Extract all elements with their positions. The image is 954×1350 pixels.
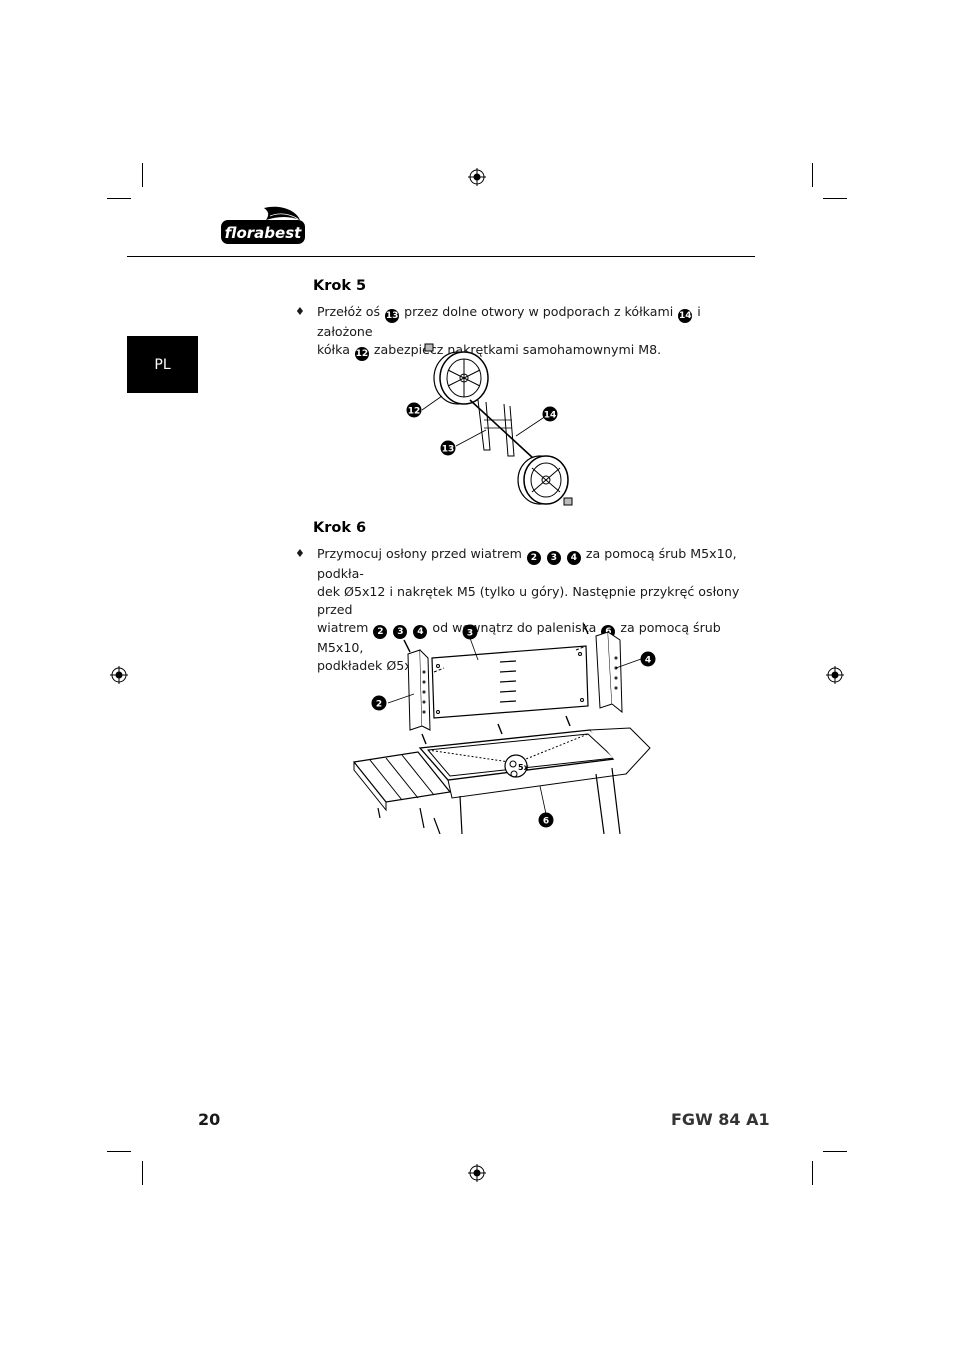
- callout-label: 14: [544, 411, 557, 421]
- crop-mark: [812, 163, 813, 187]
- part-number-badge: 2: [526, 551, 541, 565]
- registration-mark-icon: [110, 666, 128, 684]
- diamond-bullet-icon: ♦: [295, 547, 305, 560]
- callout-label: 13: [442, 445, 455, 455]
- locknut-icon: [424, 343, 434, 352]
- diamond-bullet-icon: ♦: [295, 305, 305, 318]
- crop-mark: [142, 1161, 143, 1185]
- crop-mark: [823, 1151, 847, 1152]
- quantity-label: 5x: [518, 763, 530, 772]
- step6-wind-shield-figure: 5x 3 4 2 6: [352, 623, 656, 834]
- step5-line1: Przełóż oś 13 przez dolne otwory w podpo…: [317, 304, 701, 339]
- callout-label: 4: [645, 656, 651, 666]
- step5-wheel-assembly-figure: 12 14 13: [406, 343, 573, 506]
- crop-mark: [142, 163, 143, 187]
- crop-mark: [107, 198, 131, 199]
- back-shield-icon: [431, 645, 589, 719]
- step5-title: Krok 5: [313, 278, 367, 294]
- part-number-badge: 4: [566, 551, 581, 565]
- crop-mark: [107, 1151, 131, 1152]
- florabest-logo: florabest: [221, 206, 305, 244]
- part-number-badge: 3: [546, 551, 561, 565]
- part-number-badge: 14: [678, 309, 693, 323]
- step6-title: Krok 6: [313, 520, 367, 536]
- callout-label: 3: [467, 629, 473, 639]
- part-number-badge: 2: [373, 625, 388, 639]
- side-table-icon: [352, 751, 452, 803]
- step6-instruction: ♦ Przymocuj osłony przed wiatrem 2 3 4 z…: [295, 545, 740, 673]
- model-number: FGW 84 A1: [671, 1110, 770, 1129]
- callout-label: 12: [408, 407, 421, 417]
- part-number-badge: 13: [385, 309, 400, 323]
- step6-line1: Przymocuj osłony przed wiatrem 2 3 4 za …: [317, 546, 737, 581]
- registration-mark-icon: [826, 666, 844, 684]
- step5-instruction: ♦ Przełóż oś 13 przez dolne otwory w pod…: [295, 303, 740, 361]
- crop-mark: [812, 1161, 813, 1185]
- registration-mark-icon: [468, 168, 486, 186]
- language-tab: PL: [127, 336, 198, 393]
- header-rule: [127, 256, 755, 257]
- step6-line2: dek Ø5x12 i nakrętek M5 (tylko u góry). …: [317, 584, 740, 617]
- part-number-badge: 4: [413, 625, 428, 639]
- part-number-badge: 12: [354, 347, 369, 361]
- step5-line2: kółka 12 zabezpiecz nakrętkami samohamow…: [317, 342, 662, 361]
- left-shield-icon: [407, 649, 423, 731]
- part-number-badge: 3: [393, 625, 408, 639]
- registration-mark-icon: [468, 1164, 486, 1182]
- callout-label: 6: [543, 817, 549, 827]
- page-number: 20: [198, 1110, 221, 1129]
- crop-mark: [823, 198, 847, 199]
- logo-text: florabest: [225, 224, 302, 242]
- callout-label: 2: [376, 700, 382, 710]
